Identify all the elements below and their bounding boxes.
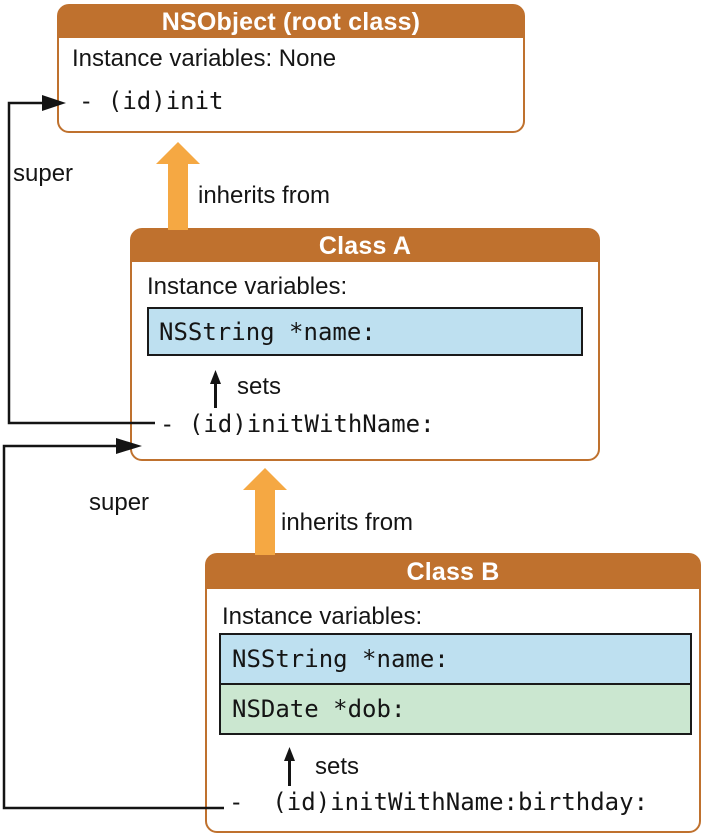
class-a-title: Class A [132, 230, 598, 262]
nsobject-instance-variables-label: Instance variables: None [72, 45, 337, 72]
class-a-instance-variables-label: Instance variables: [147, 273, 348, 300]
inherits-from-label-classa: inherits from [198, 182, 331, 209]
nsobject-class-title: NSObject (root class) [59, 6, 523, 38]
class-a-ivar-name-text: NSString *name: [159, 317, 376, 346]
nsobject-init-method: - (id)init [79, 87, 224, 115]
class-b-box: Class B Instance variables: NSString *na… [205, 553, 701, 833]
class-b-ivar-name: NSString *name: [219, 633, 692, 685]
class-b-initwithname-birthday-method: - (id)initWithName:birthday: [229, 788, 649, 816]
class-b-sets-label: sets [315, 753, 360, 780]
super-label-classa: super [13, 160, 74, 187]
class-b-ivar-dob: NSDate *dob: [219, 683, 692, 735]
class-a-initwithname-method: - (id)initWithName: [160, 410, 435, 438]
class-a-ivar-name: NSString *name: [147, 307, 583, 356]
class-a-box: Class A Instance variables: NSString *na… [130, 228, 600, 461]
inherits-arrow-classa-to-nsobject [156, 142, 200, 230]
inherits-from-label-classb: inherits from [281, 509, 414, 536]
super-label-classb: super [89, 489, 150, 516]
class-b-title: Class B [207, 555, 699, 589]
class-b-ivar-name-text: NSString *name: [232, 645, 449, 673]
class-b-ivar-dob-text: NSDate *dob: [232, 695, 406, 723]
class-b-instance-variables-label: Instance variables: [222, 603, 423, 630]
nsobject-class-box: NSObject (root class) Instance variables… [57, 4, 525, 133]
class-a-sets-label: sets [237, 373, 282, 400]
